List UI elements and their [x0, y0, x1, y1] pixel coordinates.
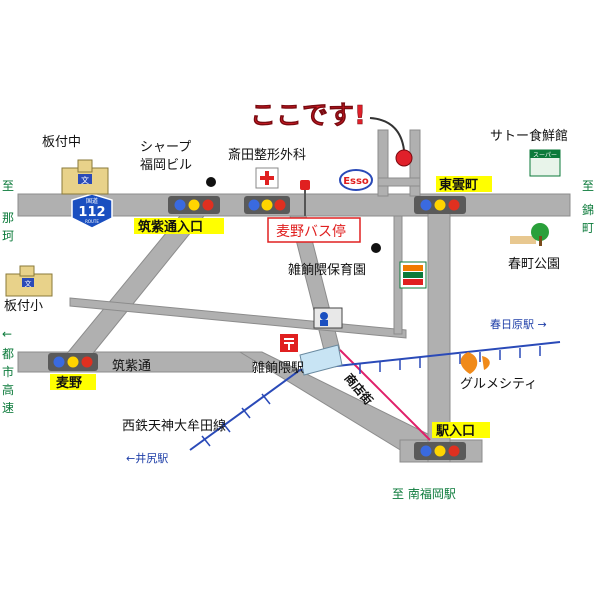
to-nakagawa: 至 那 珂: [2, 179, 14, 243]
gourmet-city-label: グルメシティ: [460, 377, 537, 392]
supermarket-icon: スーパー: [529, 149, 561, 177]
nursery-dot: [371, 243, 381, 253]
svg-text:112: 112: [78, 205, 105, 220]
esso-icon: Esso: [339, 169, 373, 191]
svg-text:那: 那: [2, 211, 14, 225]
traffic-light-icon: [48, 353, 98, 371]
park-label: 春町公園: [508, 257, 560, 272]
to-minami-fukuoka-label: 至 南福岡駅: [392, 486, 456, 501]
here-title: ここです!: [250, 101, 366, 131]
to-ikajiri-label: ←井尻駅: [126, 451, 168, 465]
svg-text:文: 文: [81, 175, 89, 185]
eki-iriguchi-label: 駅入口: [435, 424, 475, 439]
railway-line: [189, 341, 561, 451]
railway-ties: [201, 346, 541, 447]
chikushi-entrance-label: 筑紫通入口: [138, 219, 203, 235]
svg-text:錦: 錦: [582, 202, 594, 217]
post-office-icon: [280, 334, 298, 352]
bus-stop-label: 麦野バス停: [276, 223, 346, 240]
svg-text:至: 至: [582, 179, 594, 193]
school-icon: 文: [5, 265, 53, 297]
railway-track: [189, 341, 561, 451]
school-icon: 文: [61, 159, 109, 195]
svg-text:ROUTE: ROUTE: [85, 219, 99, 224]
to-kasugabaru-label: 春日原駅 →: [490, 318, 547, 331]
road-network: [17, 129, 571, 463]
traffic-light-icon: [244, 196, 290, 214]
traffic-lights: [48, 196, 466, 460]
station-platform: [299, 344, 343, 376]
svg-text:町: 町: [582, 221, 594, 235]
gourmet-city-icon: [460, 352, 490, 374]
sharp-label-2: 福岡ビル: [140, 158, 192, 173]
svg-text:国道: 国道: [86, 197, 98, 205]
svg-text:高: 高: [2, 382, 14, 397]
saita-clinic-label: 斎田整形外科: [228, 147, 306, 163]
traffic-light-icon: [168, 196, 220, 214]
sharp-label-1: シャープ: [140, 140, 191, 155]
svg-text:←: ←: [2, 327, 12, 341]
svg-text:珂: 珂: [2, 229, 14, 243]
nursery-label: 雑餉隈保育園: [288, 262, 366, 278]
svg-text:都: 都: [2, 347, 14, 361]
destination-marker-icon: [395, 149, 413, 167]
to-nishikimachi: 至 錦 町: [582, 179, 594, 235]
itazuke-jhs-label: 板付中: [42, 135, 81, 150]
mugino-label: 麦野: [56, 375, 82, 391]
pointer-arrow: [369, 117, 405, 151]
bus-stop-box: [267, 217, 361, 243]
railway-line-label: 西鉄天神大牟田線: [122, 418, 226, 434]
higashikumo-label: 東雲町: [439, 177, 478, 193]
svg-text:文: 文: [25, 279, 32, 288]
hospital-cross-icon: [255, 167, 279, 189]
destination-road-3: [377, 177, 421, 187]
svg-text:市: 市: [2, 364, 14, 379]
sato-market-label: サトー食鮮館: [490, 128, 568, 144]
svg-text:Esso: Esso: [343, 176, 369, 187]
bus-stop-icon: [300, 180, 310, 216]
seven-eleven-icon: [399, 261, 427, 289]
sharp-building-dot: [206, 177, 216, 187]
traffic-light-icon: [414, 196, 466, 214]
intersection-labels: 筑紫通入口 東雲町 麦野 駅入口: [50, 176, 492, 439]
to-expressway: ← 都 市 高 速: [2, 327, 14, 415]
diagonal-road-to-mugino: [58, 215, 206, 363]
police-box-icon: [313, 307, 343, 329]
destination-road: [377, 129, 389, 197]
svg-text:至: 至: [2, 179, 14, 193]
park-icon: [510, 223, 549, 246]
traffic-light-icon: [414, 442, 466, 460]
station-label: 雑餉隈駅: [252, 360, 304, 376]
chikushi-street-label: 筑紫通: [112, 358, 151, 374]
svg-text:速: 速: [2, 401, 14, 415]
itazuke-es-label: 板付小: [4, 299, 43, 314]
route-shield-icon: 国道 112 ROUTE: [71, 193, 113, 229]
svg-text:スーパー: スーパー: [533, 152, 557, 159]
